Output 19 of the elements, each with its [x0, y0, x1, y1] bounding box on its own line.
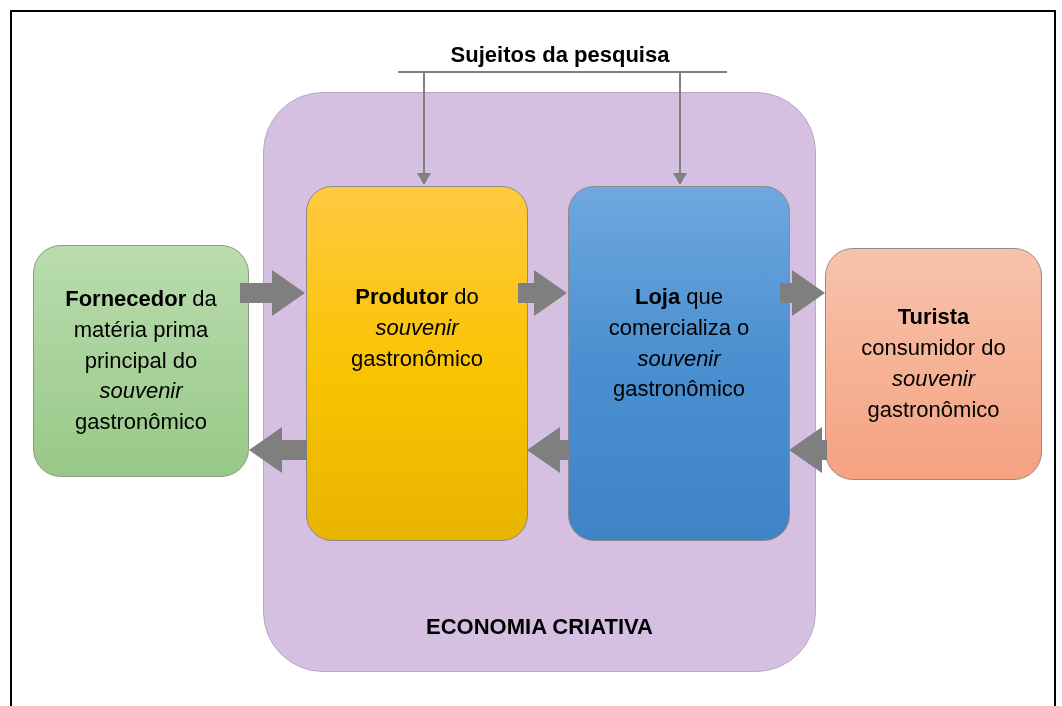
process-box	[33, 245, 249, 477]
arrow	[417, 71, 431, 185]
arrow	[240, 270, 305, 316]
arrow	[518, 270, 567, 316]
region-label: ECONOMIA CRIATIVA	[425, 613, 654, 642]
process-box	[825, 248, 1042, 480]
region-box	[263, 92, 816, 672]
node-text: Fornecedor da matéria prima principal do souvenir gastronômico	[64, 285, 218, 437]
arrow	[780, 270, 825, 316]
node-text: Loja que comercializa o souvenir gastronômico	[607, 283, 751, 404]
arrow	[527, 427, 569, 473]
process-box	[568, 186, 790, 541]
process-box	[306, 186, 528, 541]
arrow	[789, 427, 827, 473]
node-text: Produtor do souvenir gastronômico	[349, 283, 485, 373]
group-label: Sujeitos da pesquisa	[449, 41, 671, 69]
arrow	[673, 71, 687, 185]
arrow	[249, 427, 307, 473]
node-text: Turista consumidor do souvenir gastronômico	[860, 303, 1007, 424]
